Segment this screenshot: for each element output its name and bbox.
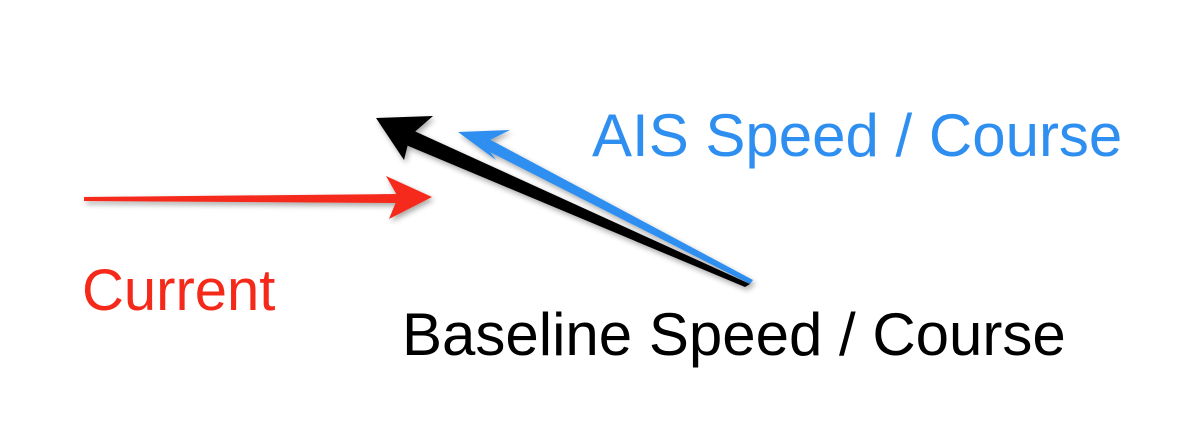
baseline-arrow bbox=[376, 116, 750, 287]
current-arrow bbox=[84, 176, 432, 219]
ais-speed-course-label: AIS Speed / Course bbox=[592, 102, 1123, 169]
ais-arrow-head bbox=[458, 130, 510, 160]
current-label: Current bbox=[82, 258, 276, 323]
baseline-speed-course-label: Baseline Speed / Course bbox=[402, 301, 1066, 368]
current-arrow-head bbox=[386, 176, 432, 219]
baseline-arrow-shaft bbox=[406, 130, 750, 287]
baseline-arrow-head bbox=[376, 116, 433, 160]
ais-arrow bbox=[458, 130, 753, 284]
ais-arrow-shaft bbox=[482, 138, 753, 284]
current-arrow-shaft bbox=[84, 194, 398, 203]
